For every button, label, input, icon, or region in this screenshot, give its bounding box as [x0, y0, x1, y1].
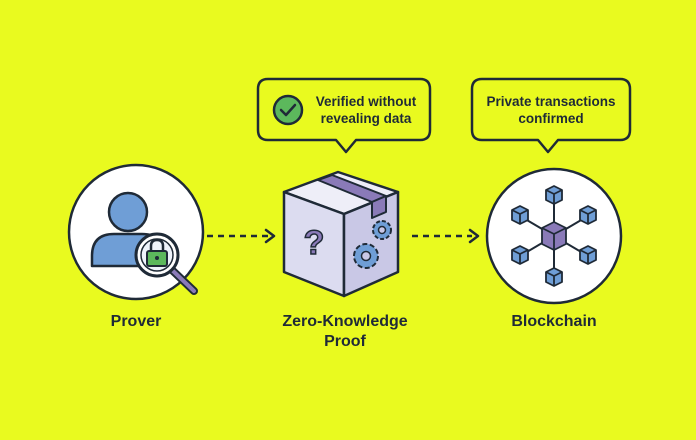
arrow-prover-to-zkp [207, 228, 276, 244]
gear-icon [353, 220, 392, 269]
question-mark-icon: ? [304, 224, 325, 262]
verified-line2: revealing data [320, 111, 412, 126]
private-line1: Private transactions [486, 94, 616, 109]
blockchain-label: Blockchain [511, 313, 597, 330]
check-circle-icon [272, 94, 304, 126]
private-bubble-text: Private transactions confirmed [474, 93, 628, 127]
arrow-zkp-to-blockchain [412, 228, 480, 244]
zkp-label-line1: Zero-Knowledge [282, 313, 408, 330]
magnifier-lock-icon [134, 232, 198, 295]
verified-bubble [256, 77, 432, 154]
prover-label: Prover [110, 313, 162, 330]
verified-line1: Verified without [315, 94, 417, 109]
zkp-label-line2: Proof [324, 333, 366, 350]
private-bubble [470, 77, 632, 154]
verified-bubble-text: Verified without revealing data [306, 93, 426, 127]
blockchain-node [485, 167, 623, 305]
blockchain-network-icon [511, 185, 597, 287]
zkp-box-icon: ? [282, 170, 400, 298]
private-line2: confirmed [518, 111, 584, 126]
prover-node [67, 163, 205, 301]
zkp-label: Zero-Knowledge Proof [270, 312, 420, 352]
